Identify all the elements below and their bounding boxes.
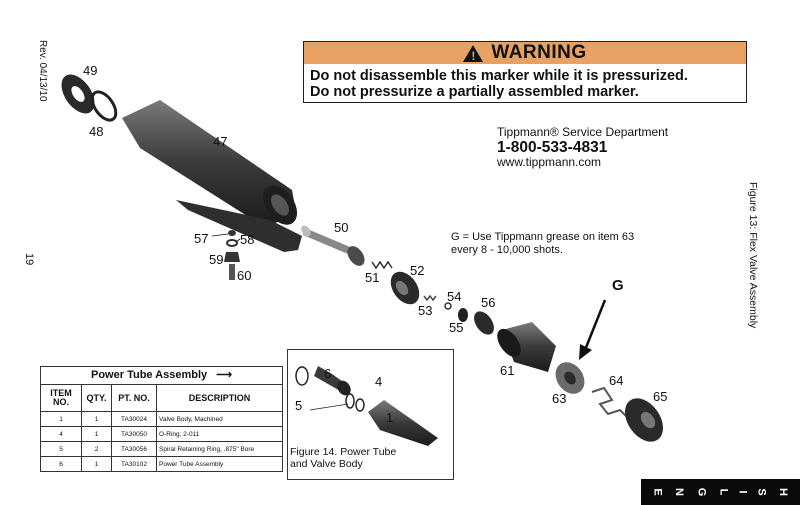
parts-table-title: Power Tube Assembly ⟶ [40, 366, 283, 384]
language-letter: N [673, 488, 686, 496]
cell: TA30050 [111, 426, 157, 442]
part-65-end-cap [624, 398, 664, 442]
fig14-callout-1: 1 [386, 410, 394, 425]
cell: TA30024 [111, 411, 157, 427]
callout-65: 65 [653, 389, 668, 404]
part-47-tube-body [122, 100, 302, 252]
grease-note-line-2: every 8 - 10,000 shots. [451, 244, 563, 256]
language-letter: G [695, 487, 708, 497]
part-48-ring [90, 90, 118, 122]
col-qty: QTY. [81, 384, 112, 412]
cell: 1 [81, 411, 112, 427]
callout-60: 60 [237, 268, 252, 283]
col-description: DESCRIPTION [156, 384, 283, 412]
fig14-callout-5: 5 [295, 398, 303, 413]
table-row: 5 2 TA30056 Spiral Retaining Ring, .875"… [40, 441, 283, 457]
warning-header: ! WARNING [304, 42, 746, 64]
cell: Power Tube Assembly [156, 456, 283, 472]
part-49-washer [61, 74, 95, 114]
callout-49: 49 [83, 63, 98, 78]
parts-table-grid: ITEM NO. QTY. PT. NO. DESCRIPTION 1 1 TA… [40, 384, 283, 472]
callout-53: 53 [418, 303, 433, 318]
service-phone: 1-800-533-4831 [497, 139, 608, 156]
callout-64: 64 [609, 373, 624, 388]
part-53-54-spring-seal [423, 294, 452, 310]
cell: 6 [40, 456, 82, 472]
figure14-inset: 6 4 5 1 Figure 14. Power Tube and Valve … [287, 349, 454, 480]
callout-55: 55 [449, 320, 464, 335]
table-row: 4 1 TA30050 O-Ring, 2-011 [40, 426, 283, 442]
callout-g: G [612, 277, 624, 294]
cell: Valve Body, Machined [156, 411, 283, 427]
callout-51: 51 [365, 270, 380, 285]
warning-box: ! WARNING Do not disassemble this marker… [303, 41, 747, 103]
col-pt-no: PT. NO. [111, 384, 157, 412]
cell: O-Ring, 2-011 [156, 426, 283, 442]
table-row: 6 1 TA30102 Power Tube Assembly [40, 456, 283, 472]
figure14-caption-line-1: Figure 14. Power Tube [290, 446, 397, 458]
part-57-60-small-hardware [224, 230, 240, 280]
fig14-callout-6: 6 [324, 366, 332, 381]
part-52-valve [390, 271, 420, 305]
fig14-callout-4: 4 [375, 374, 383, 389]
cell: 1 [81, 456, 112, 472]
callout-47: 47 [213, 134, 228, 149]
cell: 1 [40, 411, 82, 427]
callout-57: 57 [194, 231, 209, 246]
grease-arrow [579, 299, 607, 360]
callout-59: 59 [209, 252, 224, 267]
warning-triangle-icon: ! [463, 44, 484, 63]
callout-58: 58 [240, 232, 255, 247]
col-item-no: ITEM NO. [40, 384, 82, 412]
callout-50: 50 [334, 220, 349, 235]
callout-54: 54 [447, 289, 462, 304]
cell: 2 [81, 441, 112, 457]
cell: TA30102 [111, 456, 157, 472]
language-letter: L [717, 488, 730, 496]
callout-48: 48 [89, 124, 104, 139]
cell: 5 [40, 441, 82, 457]
cell: TA30056 [111, 441, 157, 457]
part-63-valve-seat [555, 362, 585, 394]
part-55-oring [458, 308, 468, 322]
part-64-spring [591, 386, 629, 419]
figure14-caption: Figure 14. Power Tube and Valve Body [290, 446, 396, 470]
callout-61: 61 [500, 363, 515, 378]
cell: 1 [81, 426, 112, 442]
warning-line-2: Do not pressurize a partially assembled … [310, 84, 639, 100]
parts-table-title-text: Power Tube Assembly [91, 369, 208, 381]
callout-52: 52 [410, 263, 425, 278]
service-website[interactable]: www.tippmann.com [497, 155, 602, 169]
leader-lines [211, 233, 241, 243]
table-row: 1 1 TA30024 Valve Body, Machined [40, 411, 283, 427]
parts-table-header: ITEM NO. QTY. PT. NO. DESCRIPTION [40, 384, 283, 412]
figure14-caption-line-2: and Valve Body [290, 458, 363, 470]
callout-56: 56 [481, 295, 496, 310]
figure14-drawing [295, 366, 438, 446]
language-letter: I [736, 490, 749, 494]
language-letter: H [776, 488, 789, 496]
grease-note-line-1: G = Use Tippmann grease on item 63 [451, 231, 635, 243]
cell: 4 [40, 426, 82, 442]
parts-table: Power Tube Assembly ⟶ ITEM NO. QTY. PT. … [40, 366, 283, 472]
part-56-disc [474, 311, 494, 335]
service-department: Tippmann® Service Department [497, 125, 669, 139]
warning-line-1: Do not disassemble this marker while it … [310, 68, 688, 84]
part-51-spring [371, 260, 393, 270]
arrow-right-icon: ⟶ [216, 369, 232, 381]
language-letter: S [755, 488, 768, 496]
part-61-cap [497, 322, 556, 372]
language-tab: E N G L I S H [641, 479, 800, 505]
part-50-valve-pin [301, 225, 365, 266]
warning-title: WARNING [491, 42, 587, 63]
language-letter: E [651, 488, 664, 496]
cell: Spiral Retaining Ring, .875" Bore [156, 441, 283, 457]
callout-63: 63 [552, 391, 567, 406]
